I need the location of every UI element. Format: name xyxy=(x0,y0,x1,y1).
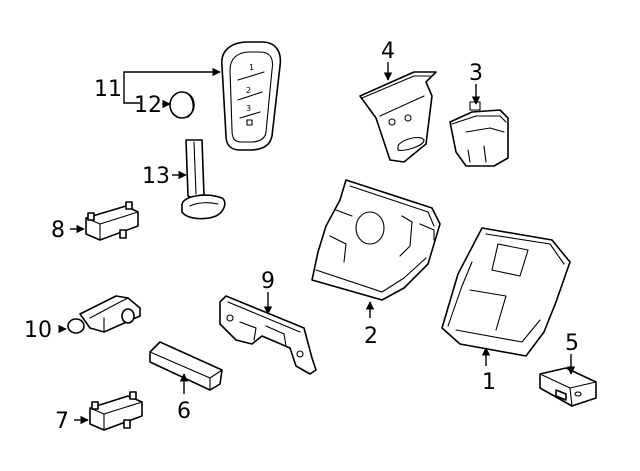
sensor-plug xyxy=(67,295,141,334)
sensor-lower xyxy=(89,391,143,431)
module-bracket xyxy=(359,71,437,163)
sensor-upper xyxy=(85,201,139,241)
antenna-bar xyxy=(149,341,223,391)
callout-labels: 1 2 3 4 5 6 7 8 9 10 11 12 13 xyxy=(24,39,579,434)
callout-13: 13 xyxy=(142,164,170,189)
retainer-clip xyxy=(449,101,509,167)
antenna-bracket xyxy=(219,295,317,375)
callout-12: 12 xyxy=(134,93,162,118)
fob-button-label: 1 xyxy=(249,63,254,72)
callout-9: 9 xyxy=(261,269,275,294)
callout-1: 1 xyxy=(482,370,496,395)
callout-10: 10 xyxy=(24,318,52,343)
key-blade xyxy=(181,139,226,220)
callout-11: 11 xyxy=(94,77,122,102)
leader-lines xyxy=(58,62,576,425)
callout-8: 8 xyxy=(51,218,65,243)
callout-3: 3 xyxy=(469,61,483,86)
callout-4: 4 xyxy=(381,39,395,64)
callout-6: 6 xyxy=(177,399,191,424)
callout-2: 2 xyxy=(364,324,378,349)
control-module xyxy=(441,227,571,357)
fob-button-label: 2 xyxy=(246,86,251,95)
key-fob: 1 2 3 xyxy=(221,41,282,151)
callout-5: 5 xyxy=(565,331,579,356)
fob-button-label: 3 xyxy=(246,104,251,113)
small-sensor xyxy=(539,367,597,407)
callout-7: 7 xyxy=(55,409,69,434)
module-housing xyxy=(311,179,441,301)
coin-battery xyxy=(169,91,195,119)
